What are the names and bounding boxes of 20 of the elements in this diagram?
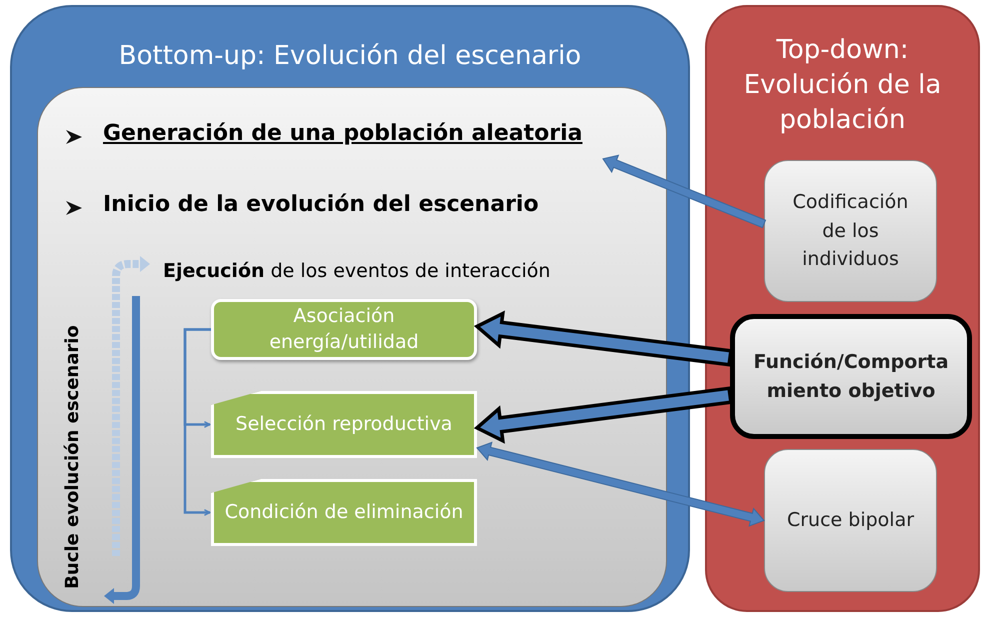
underlined-text: Generación de una población aleatoria xyxy=(103,121,603,157)
block-arrow xyxy=(476,442,765,527)
block-arrow xyxy=(474,386,733,444)
process-box: Codificación de los individuos xyxy=(764,160,937,302)
vertical-label: Bucle evolución escenario xyxy=(62,324,84,591)
process-box: Selección reproductiva xyxy=(211,391,477,458)
panel-title: Bottom-up: Evolución del escenario xyxy=(118,40,582,73)
panel-title: Top-down: Evolución de la población xyxy=(742,34,942,138)
connector-arrow xyxy=(184,328,211,516)
bullet-text: Inicio de la evolución del escenario xyxy=(103,192,539,217)
process-box: Cruce bipolar xyxy=(764,449,937,592)
process-box: Asociación energía/utilidad xyxy=(211,299,477,360)
inner-panel xyxy=(37,87,667,607)
panel xyxy=(705,5,980,612)
block-arrow xyxy=(474,310,733,367)
panel xyxy=(10,5,690,612)
block-arrow xyxy=(602,154,766,228)
process-box: Condición de eliminación xyxy=(211,479,477,546)
section-heading: Ejecución de los eventos de interacción xyxy=(163,260,550,282)
objective-box: Función/Comporta miento objetivo xyxy=(730,314,972,439)
